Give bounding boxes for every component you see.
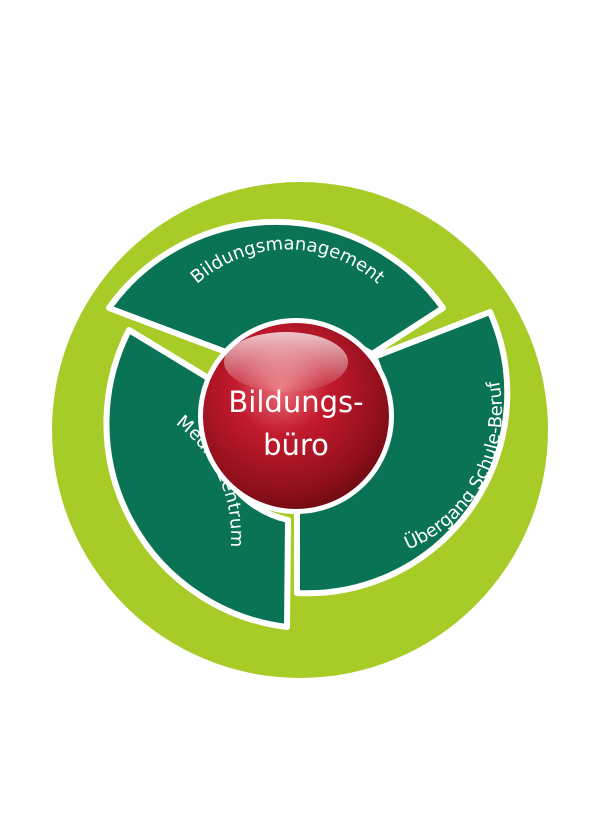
center-label-line2: büro (263, 428, 329, 462)
center-label-line1: Bildungs- (228, 385, 363, 419)
center-sphere[interactable]: Bildungs- büro (198, 318, 394, 514)
sphere-shine (224, 332, 348, 392)
